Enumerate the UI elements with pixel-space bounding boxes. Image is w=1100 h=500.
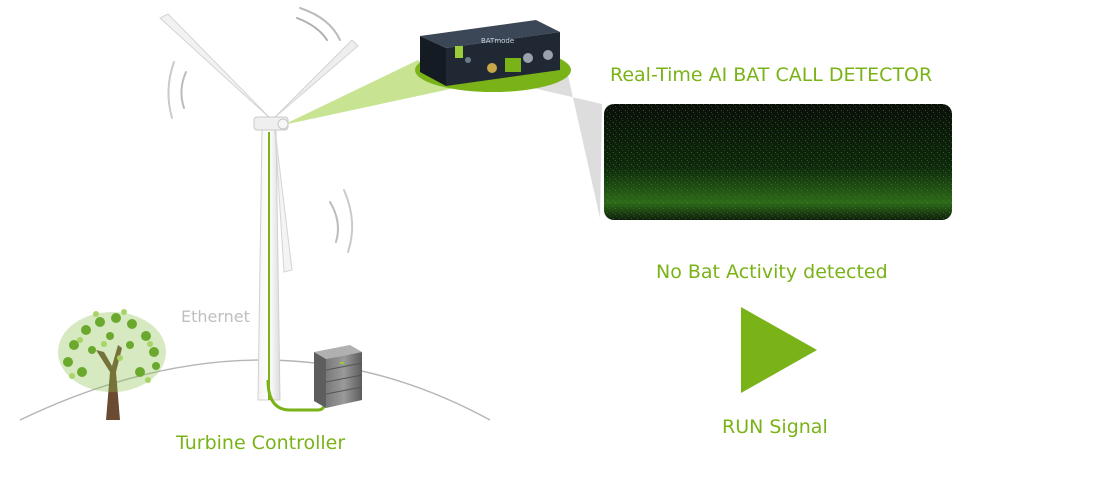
turbine-controller-label: Turbine Controller — [176, 432, 346, 454]
server-icon — [314, 345, 363, 408]
detector-title: Real-Time AI BAT CALL DETECTOR — [610, 64, 933, 86]
sound-waves-icon — [167, 7, 354, 253]
play-triangle-icon — [741, 307, 817, 393]
wind-turbine — [159, 13, 359, 401]
run-signal-label: RUN Signal — [722, 416, 828, 438]
spectrogram-panel — [604, 104, 952, 220]
device-brand-label: BATmode — [481, 37, 515, 45]
tree-icon — [58, 309, 166, 420]
projection-cone — [490, 62, 602, 218]
ethernet-label: Ethernet — [181, 307, 250, 326]
sensor-beam — [283, 60, 455, 125]
batmode-device — [420, 20, 560, 86]
detection-status: No Bat Activity detected — [656, 261, 888, 283]
